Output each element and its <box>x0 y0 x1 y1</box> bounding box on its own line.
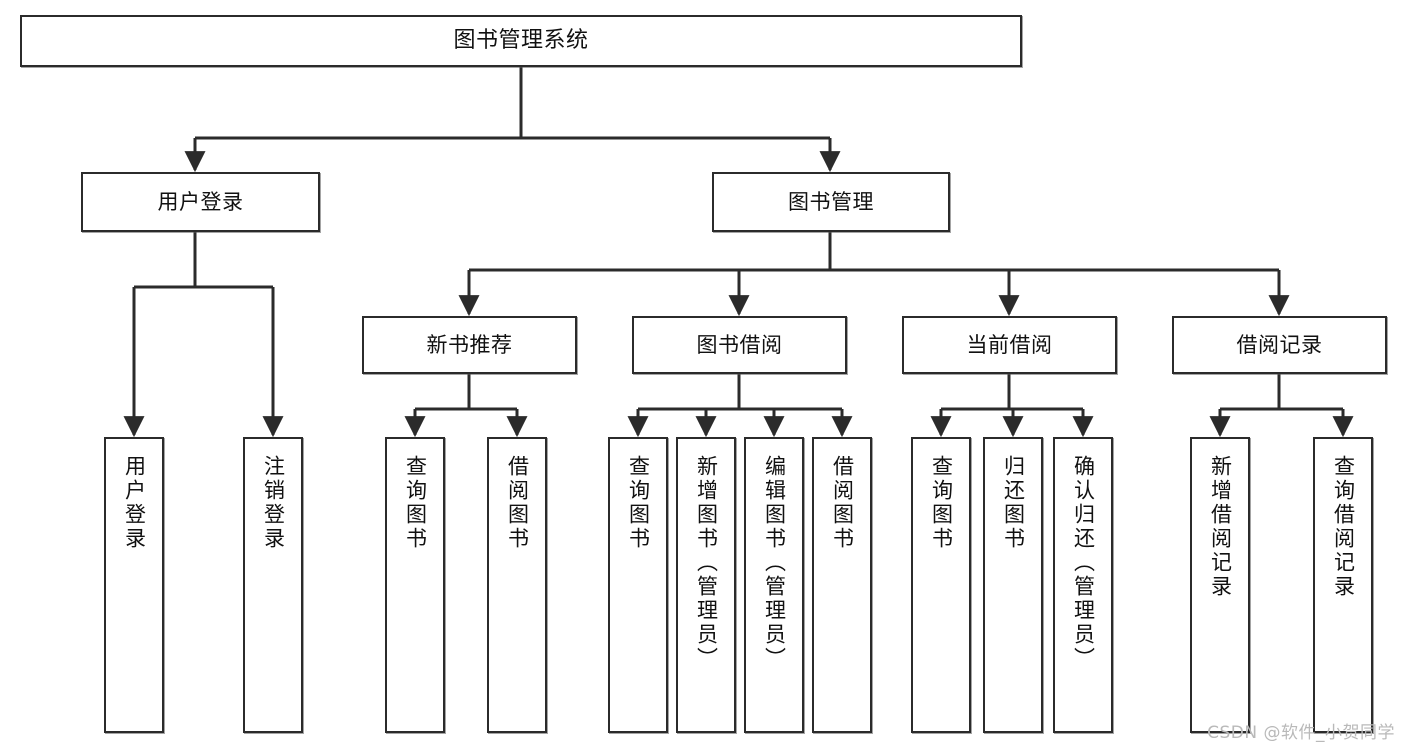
node-leaf-query-record-label: 查询借阅记录 <box>1331 455 1356 599</box>
node-leaf-borrow-book-1-label: 借阅图书 <box>505 455 530 551</box>
node-root-label: 图书管理系统 <box>453 28 589 54</box>
node-leaf-confirm-return-label: 确认归还（管理员） <box>1071 455 1096 671</box>
node-current-borrow[interactable]: 当前借阅 <box>902 316 1117 374</box>
node-user-login-label: 用户登录 <box>157 189 244 214</box>
node-leaf-logout-label: 注销登录 <box>261 455 286 551</box>
node-current-borrow-label: 当前借阅 <box>966 332 1053 357</box>
node-leaf-edit-book[interactable]: 编辑图书（管理员） <box>744 437 804 733</box>
node-book-manage[interactable]: 图书管理 <box>712 172 950 232</box>
node-leaf-user-login-label: 用户登录 <box>122 455 147 551</box>
node-root[interactable]: 图书管理系统 <box>20 15 1022 67</box>
node-leaf-user-login[interactable]: 用户登录 <box>104 437 164 733</box>
node-leaf-query-book-3[interactable]: 查询图书 <box>911 437 971 733</box>
node-leaf-query-book-1-label: 查询图书 <box>403 455 428 551</box>
node-book-manage-label: 图书管理 <box>788 189 874 214</box>
node-leaf-add-book-label: 新增图书（管理员） <box>694 455 719 671</box>
node-leaf-confirm-return[interactable]: 确认归还（管理员） <box>1053 437 1113 733</box>
node-new-book-recommend-label: 新书推荐 <box>426 332 513 357</box>
node-leaf-query-record[interactable]: 查询借阅记录 <box>1313 437 1373 733</box>
node-leaf-borrow-book-2[interactable]: 借阅图书 <box>812 437 872 733</box>
node-leaf-add-record-label: 新增借阅记录 <box>1208 455 1233 599</box>
node-leaf-return-book-label: 归还图书 <box>1001 455 1026 551</box>
node-leaf-edit-book-label: 编辑图书（管理员） <box>762 455 787 671</box>
node-leaf-add-book[interactable]: 新增图书（管理员） <box>676 437 736 733</box>
node-leaf-borrow-book-1[interactable]: 借阅图书 <box>487 437 547 733</box>
node-leaf-query-book-1[interactable]: 查询图书 <box>385 437 445 733</box>
node-leaf-query-book-3-label: 查询图书 <box>929 455 954 551</box>
node-book-borrow-label: 图书借阅 <box>696 332 783 357</box>
node-borrow-record-label: 借阅记录 <box>1236 332 1323 357</box>
node-leaf-add-record[interactable]: 新增借阅记录 <box>1190 437 1250 733</box>
node-leaf-return-book[interactable]: 归还图书 <box>983 437 1043 733</box>
node-leaf-query-book-2-label: 查询图书 <box>626 455 651 551</box>
node-leaf-borrow-book-2-label: 借阅图书 <box>830 455 855 551</box>
node-borrow-record[interactable]: 借阅记录 <box>1172 316 1387 374</box>
node-new-book-recommend[interactable]: 新书推荐 <box>362 316 577 374</box>
node-leaf-query-book-2[interactable]: 查询图书 <box>608 437 668 733</box>
node-user-login[interactable]: 用户登录 <box>81 172 320 232</box>
node-book-borrow[interactable]: 图书借阅 <box>632 316 847 374</box>
node-leaf-logout[interactable]: 注销登录 <box>243 437 303 733</box>
watermark: CSDN @软件_小贺同学 <box>1207 723 1395 743</box>
